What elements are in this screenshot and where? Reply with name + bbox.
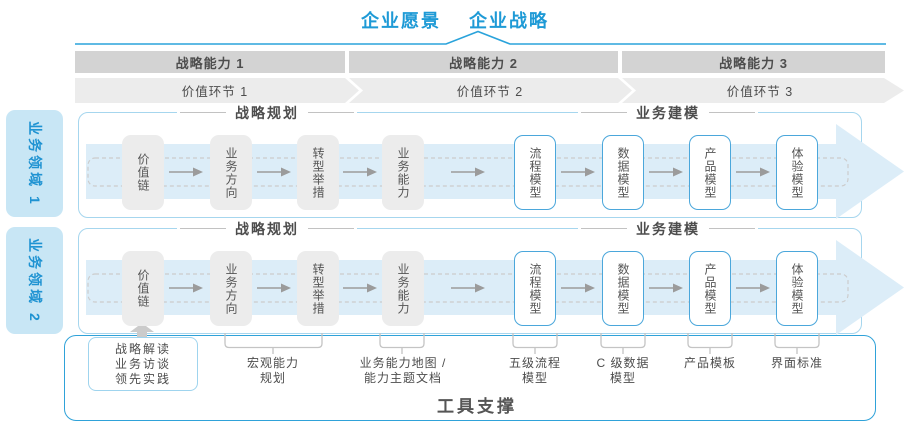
annotation-line: 五级流程 [508,356,562,370]
row2-modeling-header-text: 业务建模 [636,220,700,237]
domain2-row-container [78,228,862,334]
enterprise-vision-label: 企业愿景 [361,11,441,31]
row2-box-experience-model: 体验模型 [776,251,818,326]
header-rule [581,228,627,229]
tool-support-container [64,335,876,421]
row1-modeling-header: 业务建模 [578,104,758,121]
annotation-line: 宏观能力 [246,356,300,370]
value-link-2: 价值环节 2 [456,85,524,99]
row1-box-data-model: 数据模型 [602,135,644,210]
domain-label-2-text: 业务领域 2 [26,237,43,324]
row2-planning-header-text: 战略规划 [235,220,299,237]
row1-box-product-model: 产品模型 [689,135,731,210]
value-link-3: 价值环节 3 [726,85,794,99]
row1-box-value-chain: 价值链 [122,135,164,210]
practice-box: 战略解读 业务访谈 领先实践 [88,337,198,391]
row2-box-data-model: 数据模型 [602,251,644,326]
row2-box-process-model: 流程模型 [514,251,556,326]
annotation-ui-standard: 界面标准 [771,356,823,371]
row2-box-business-direction: 业务方向 [210,251,252,326]
header-rule [581,112,627,113]
annotation-process-model: 五级流程 模型 [509,356,561,386]
annotation-macro-capability: 宏观能力 规划 [247,356,299,386]
row2-box-product-model: 产品模型 [689,251,731,326]
annotation-line: 模型 [609,371,637,385]
annotation-line: 规划 [259,371,287,385]
domain1-row-container [78,112,862,218]
row2-box-business-capability: 业务能力 [382,251,424,326]
row1-planning-header-text: 战略规划 [235,104,299,121]
annotation-line: 界面标准 [770,356,824,370]
row1-box-business-direction: 业务方向 [210,135,252,210]
annotation-data-model: C 级数据 模型 [596,356,649,386]
practice-line-2: 业务访谈 [114,356,171,371]
row1-planning-header: 战略规划 [177,104,357,121]
row1-box-business-capability: 业务能力 [382,135,424,210]
header-rule [180,228,226,229]
domain-label-1: 业务领域 1 [6,110,63,217]
annotation-line: 产品模板 [683,356,737,370]
row1-box-process-model: 流程模型 [514,135,556,210]
annotation-line: 业务能力地图 / [359,356,447,370]
annotation-product-template: 产品模板 [684,356,736,371]
header-rule [709,228,755,229]
tool-support-title: 工具支撑 [437,397,517,416]
row1-modeling-header-text: 业务建模 [636,104,700,121]
row1-box-experience-model: 体验模型 [776,135,818,210]
page-title: 企业愿景 企业战略 [0,7,910,33]
domain-label-1-text: 业务领域 1 [26,120,43,207]
header-rule [709,112,755,113]
row2-planning-header: 战略规划 [177,220,357,237]
header-rule [308,228,354,229]
annotation-capability-map: 业务能力地图 / 能力主题文档 [360,356,447,386]
annotation-line: C 级数据 [596,356,650,370]
row2-box-value-chain: 价值链 [122,251,164,326]
enterprise-strategy-label: 企业战略 [469,11,549,31]
header-rule [308,112,354,113]
header-rule [180,112,226,113]
capability-bar-1: 战略能力 1 [75,51,345,73]
capability-bar-2: 战略能力 2 [349,51,618,73]
vision-pointer-line [75,30,886,45]
value-link-1: 价值环节 1 [181,85,249,99]
annotation-line: 能力主题文档 [363,371,443,385]
domain-label-2: 业务领域 2 [6,227,63,334]
row2-box-transformation: 转型举措 [297,251,339,326]
row2-modeling-header: 业务建模 [578,220,758,237]
capability-bar-3: 战略能力 3 [622,51,885,73]
annotation-line: 模型 [521,371,549,385]
practice-line-1: 战略解读 [114,341,171,356]
row1-box-transformation: 转型举措 [297,135,339,210]
practice-line-3: 领先实践 [114,371,171,386]
